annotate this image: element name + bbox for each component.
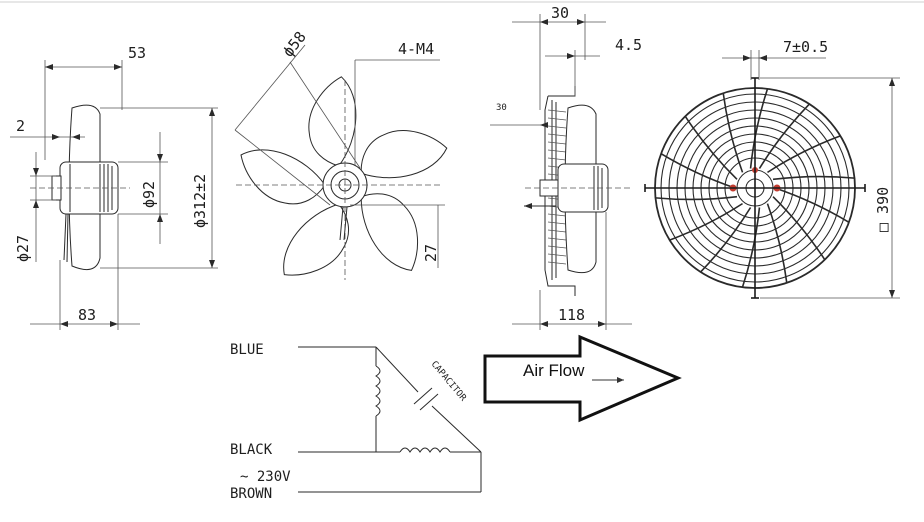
- guard-spoke: [741, 207, 761, 288]
- guard-spoke: [772, 175, 855, 181]
- guard-side-bar: [547, 109, 567, 113]
- guard-side-bar: [547, 221, 567, 225]
- guard-side-bar: [547, 149, 567, 153]
- blade-3: [360, 130, 448, 179]
- guard-spoke: [767, 135, 841, 174]
- guard-side-bar: [547, 237, 567, 241]
- guard-spoke: [660, 153, 736, 189]
- guard-spoke: [766, 203, 788, 283]
- dim-hub-offset-2: 2: [16, 117, 25, 135]
- guard-spoke: [774, 187, 850, 223]
- dim-top-30: 30: [551, 4, 569, 22]
- dim-blade-dia-312: ϕ312±2: [191, 174, 209, 228]
- guard-spoke: [758, 103, 810, 169]
- guard-side-bar: [547, 133, 567, 137]
- wire-label-brown: BROWN: [230, 486, 272, 502]
- guard-spoke: [700, 207, 752, 273]
- capacitor-plate-2: [419, 393, 439, 411]
- blade-set: [240, 76, 448, 276]
- dim-hub-58: ϕ58: [279, 28, 310, 60]
- side-view: 53 2 ϕ92 ϕ312±2 ϕ27 83: [10, 44, 218, 330]
- guard-side-bar: [547, 141, 567, 145]
- supply-voltage: ~ 230V: [240, 469, 291, 485]
- guard-side-view: 30 4.5 30 118: [490, 4, 642, 330]
- guard-side-bar: [547, 213, 567, 217]
- guard-side-bar: [547, 157, 567, 161]
- dim-square-390: □ 390: [874, 187, 892, 232]
- coil-aux: [399, 447, 451, 453]
- dim-side-27: 27: [422, 244, 440, 262]
- dim-width-53: 53: [128, 44, 146, 62]
- dim-depth-83: 83: [78, 306, 96, 324]
- guard-side-bar: [547, 253, 567, 257]
- airflow-arrow: Air Flow: [483, 334, 682, 423]
- guard-side-bar: [547, 117, 567, 121]
- dim-shaft-27: ϕ27: [14, 235, 32, 262]
- airflow-label: Air Flow: [523, 361, 585, 380]
- wiring-diagram: BLUE BLACK ~ 230V BROWN CAPACITOR: [230, 342, 482, 502]
- guard-spokes: [655, 88, 855, 288]
- guard-side-bar: [547, 125, 567, 129]
- guard-front-view: 7±0.5 □ 390: [644, 38, 900, 299]
- guard-spoke: [749, 88, 769, 169]
- dim-flange-4-5: 4.5: [615, 36, 642, 54]
- wire-label-blue: BLUE: [230, 342, 264, 358]
- dim-mount-30: 30: [496, 103, 507, 113]
- guard-spoke: [655, 195, 738, 201]
- dim-hub-dia-92: ϕ92: [140, 181, 158, 208]
- guard-side-bar: [547, 261, 567, 265]
- blade-5: [283, 203, 350, 276]
- guard-spoke: [772, 196, 826, 261]
- capacitor-plate-1: [413, 387, 433, 405]
- blade-4: [360, 193, 419, 271]
- dim-bottom-118: 118: [558, 306, 585, 324]
- dim-screw-4m4: 4-M4: [398, 40, 434, 58]
- blade-2: [308, 76, 357, 167]
- guard-side-bar: [547, 245, 567, 249]
- wire-label-black: BLACK: [230, 442, 273, 458]
- guard-side-bar: [547, 229, 567, 233]
- guard-spoke: [669, 202, 743, 241]
- guard-spoke: [722, 93, 744, 173]
- blade-view: ϕ58 4-M4 27: [234, 28, 448, 280]
- blade-1: [240, 149, 326, 205]
- coil-main: [375, 365, 381, 417]
- dim-tolerance-7: 7±0.5: [783, 38, 828, 56]
- guard-spoke: [684, 115, 738, 180]
